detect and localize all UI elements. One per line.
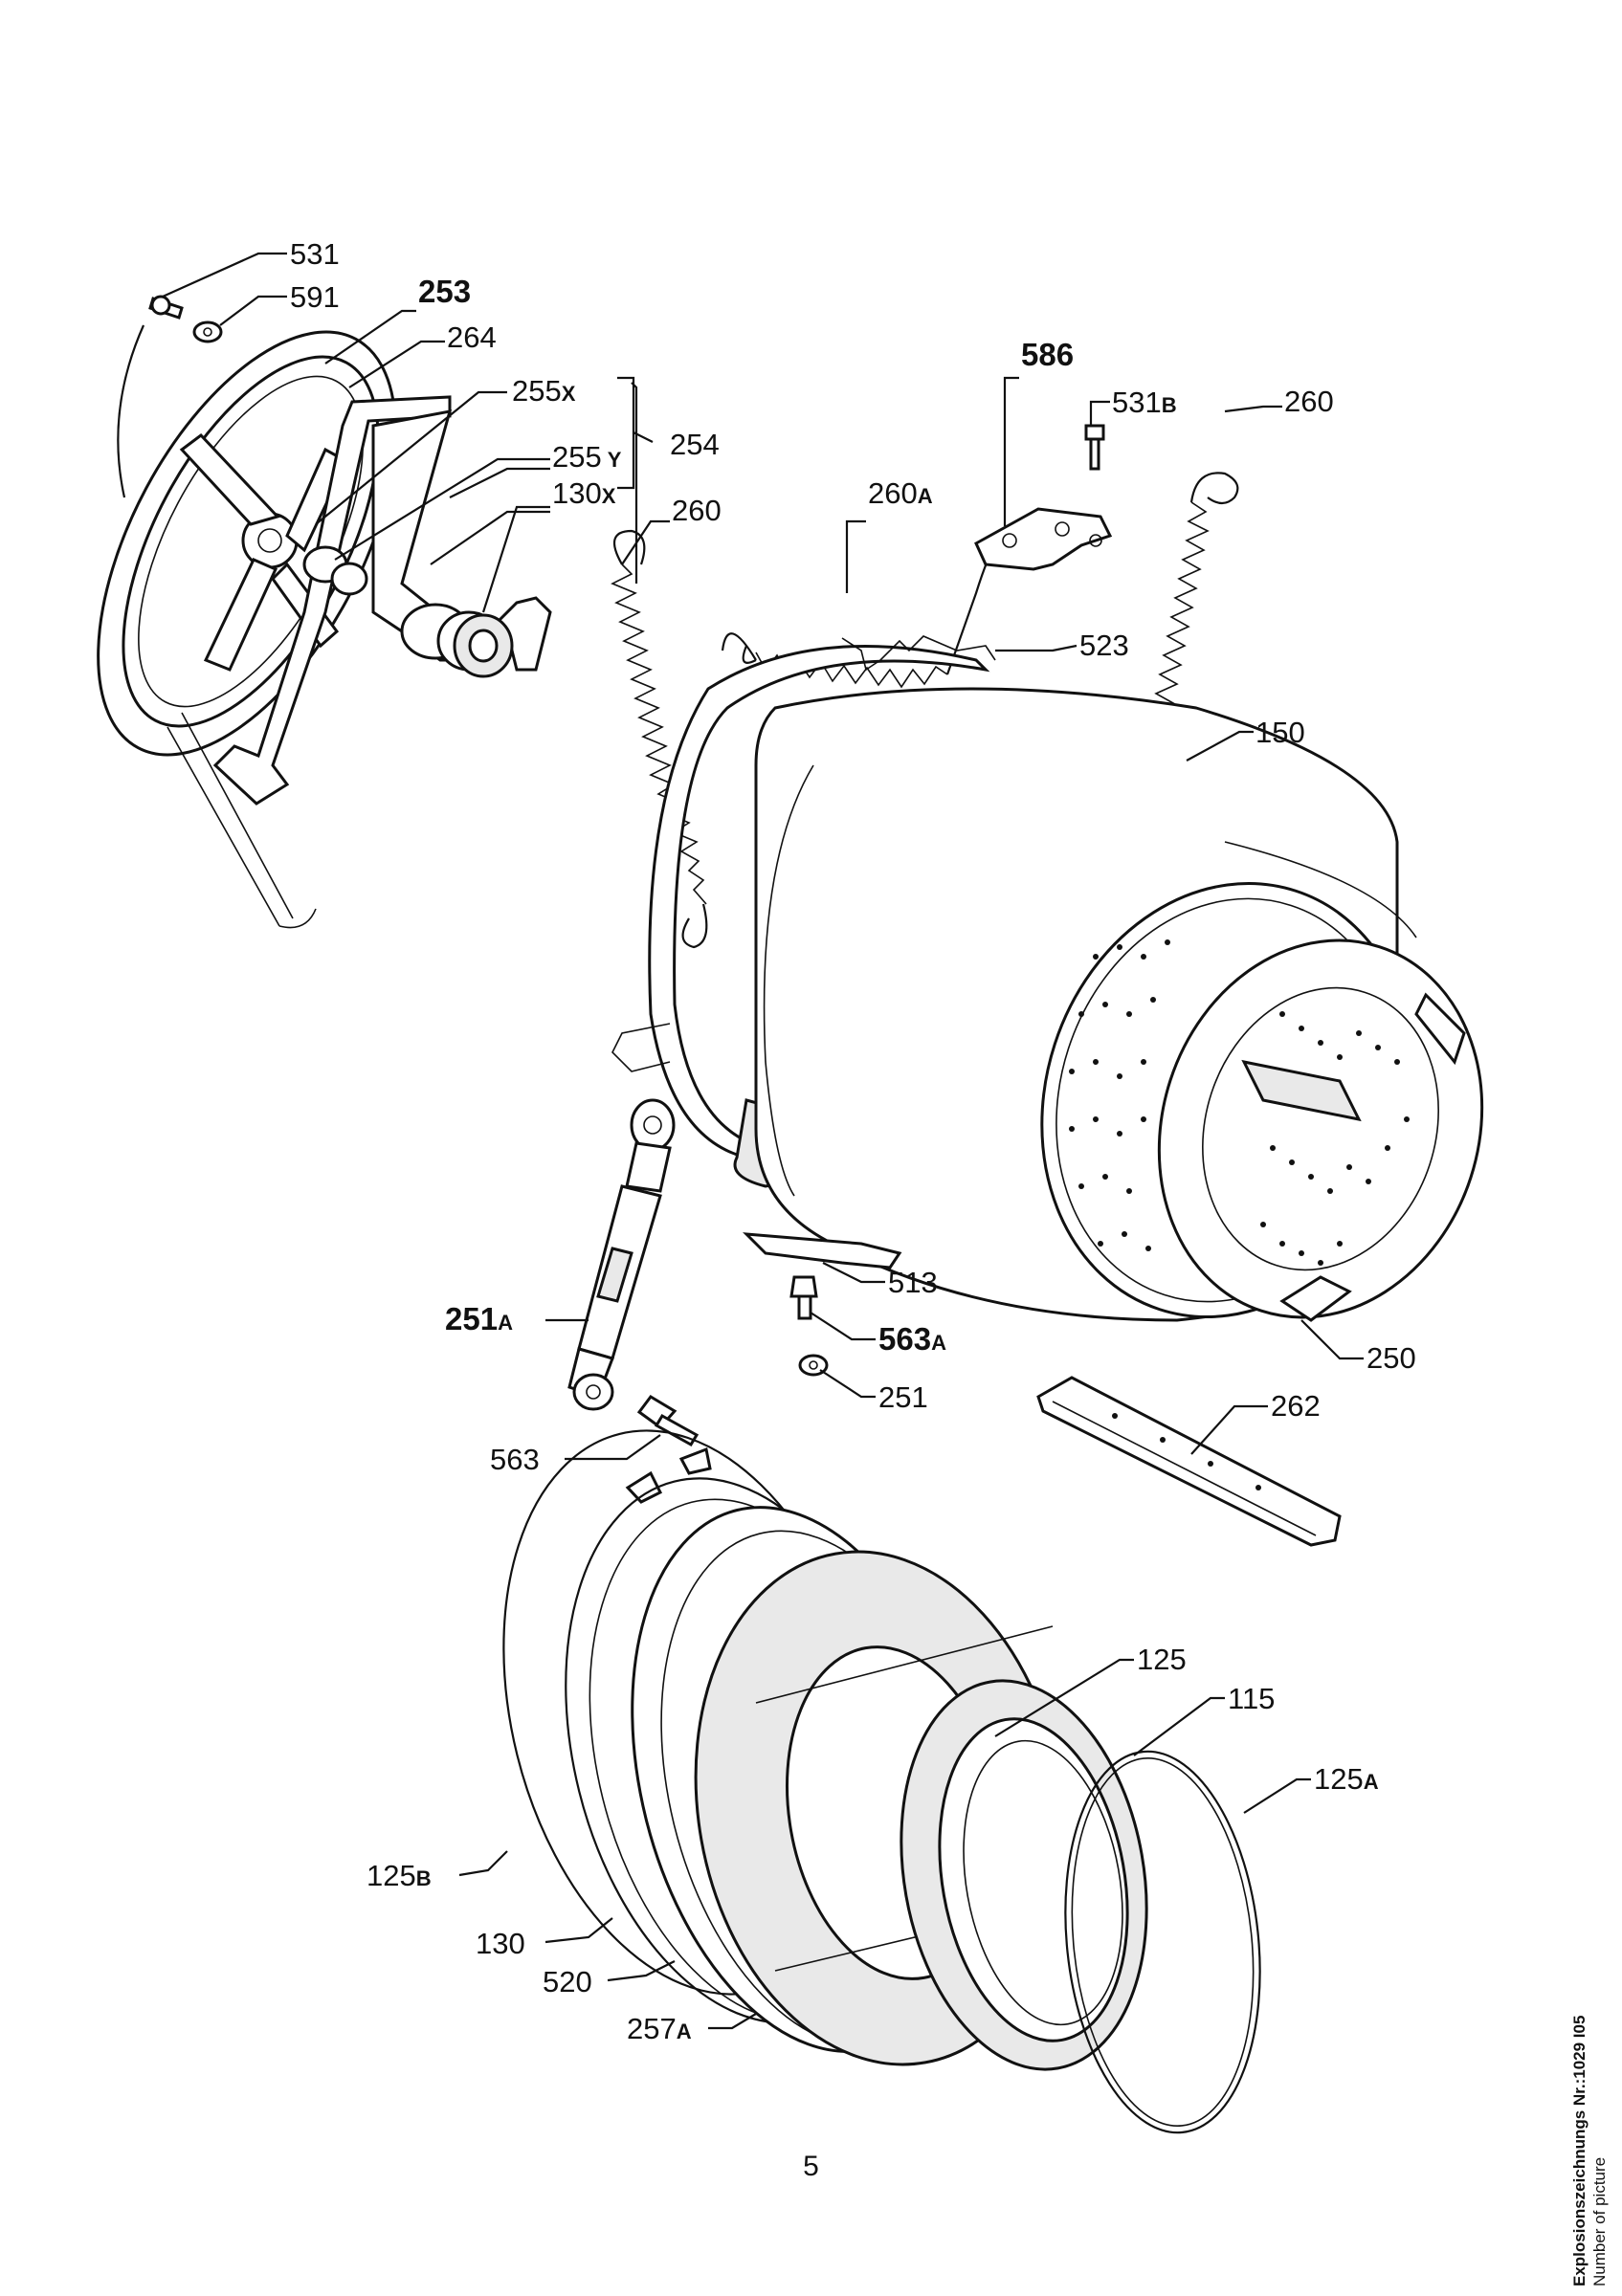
callout-563: 563: [490, 1443, 540, 1476]
callout-150: 150: [1255, 716, 1305, 749]
screw-and-washer: [148, 295, 223, 343]
callout-531: 531: [290, 237, 340, 271]
bracket-254: [617, 376, 654, 490]
callout-520: 520: [543, 1965, 592, 1998]
callout-115: 115: [1228, 1682, 1275, 1715]
callout-125a: 125A: [1314, 1762, 1379, 1796]
drawing-number-subtitle: Number of picture: [1590, 2156, 1609, 2286]
bracket-and-screw: [974, 424, 1113, 571]
front-seal-assembly: [502, 1429, 1261, 2134]
drum-lifter-bar: [1036, 1376, 1342, 1547]
callout-563a: 563A: [878, 1321, 946, 1357]
callout-260-right: 260: [1284, 385, 1334, 418]
callout-255x: 255X: [512, 374, 576, 408]
callout-523: 523: [1079, 629, 1129, 662]
callout-513: 513: [888, 1266, 938, 1299]
callout-250: 250: [1366, 1341, 1416, 1375]
callout-591: 591: [290, 280, 340, 314]
support-shelf: [743, 1232, 902, 1269]
leader-lines: [162, 252, 1364, 2030]
page-number: 5: [803, 2151, 819, 2182]
callout-251a: 251A: [445, 1301, 513, 1336]
callout-254: 254: [670, 428, 720, 461]
callout-260a: 260A: [868, 476, 933, 510]
callout-264: 264: [447, 320, 497, 354]
callout-257a: 257A: [627, 2012, 692, 2045]
drawing-number-caption: Explosionszeichnungs Nr.:1029 I05 Number…: [1569, 2016, 1610, 2286]
callout-262: 262: [1271, 1389, 1321, 1423]
callout-531b: 531B: [1112, 386, 1177, 419]
callout-130: 130: [476, 1927, 525, 1960]
callout-586: 586: [1021, 337, 1074, 372]
callout-260-left: 260: [672, 494, 722, 527]
callout-125: 125: [1137, 1643, 1187, 1676]
drawing-number-title: Explosionszeichnungs Nr.:1029 I05: [1570, 2015, 1589, 2286]
perforations: [1069, 939, 1410, 1266]
callout-251: 251: [878, 1380, 928, 1414]
callout-253: 253: [418, 274, 471, 309]
callout-125b: 125B: [367, 1859, 432, 1892]
inner-drum: [1069, 938, 1484, 1322]
shock-absorber-parts: [567, 1098, 829, 1447]
pulley-and-spider-assembly: [97, 324, 552, 929]
callout-130x: 130X: [552, 476, 616, 510]
